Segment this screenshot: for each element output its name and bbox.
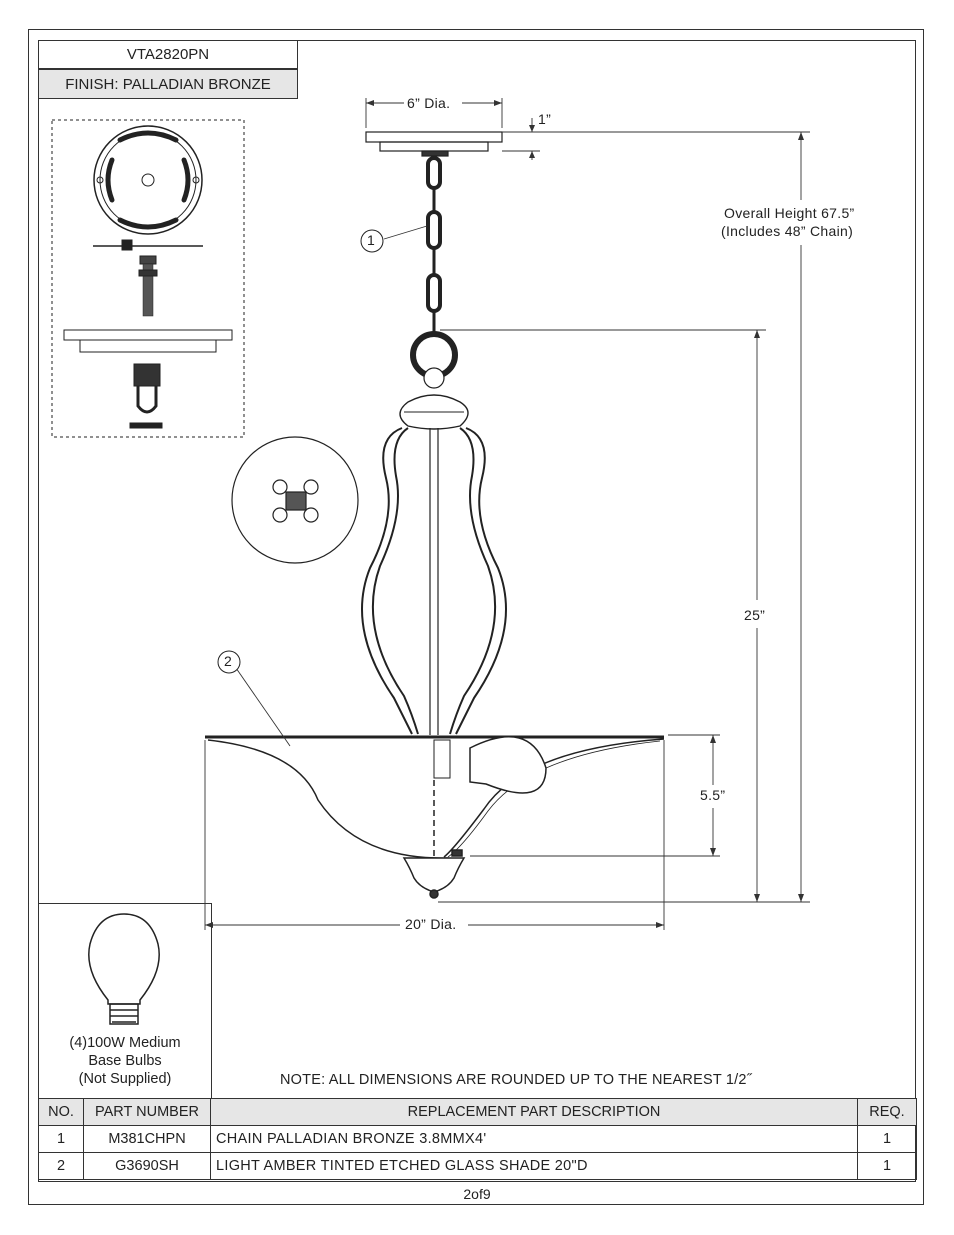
callout-1-circle — [360, 229, 384, 253]
parts-table: NO. PART NUMBER REPLACEMENT PART DESCRIP… — [38, 1098, 917, 1180]
header-req: REQ. — [857, 1098, 917, 1126]
page-border — [28, 29, 924, 1205]
body-height-label: 25” — [744, 607, 766, 623]
table-header-row: NO. PART NUMBER REPLACEMENT PART DESCRIP… — [38, 1098, 917, 1126]
canopy-diameter-label: 6” Dia. — [407, 95, 451, 111]
bulb-spec-line2: Base Bulbs — [88, 1053, 162, 1069]
body-arms — [361, 427, 507, 735]
overall-height-label: Overall Height 67.5” — [724, 205, 855, 221]
cell-description: LIGHT AMBER TINTED ETCHED GLASS SHADE 20… — [210, 1152, 858, 1180]
callout-1: 1 — [367, 232, 376, 248]
table-row: 2 G3690SH LIGHT AMBER TINTED ETCHED GLAS… — [38, 1152, 917, 1180]
model-number: VTA2820PN — [38, 40, 298, 69]
cell-part-number: M381CHPN — [83, 1125, 211, 1153]
cell-req: 1 — [857, 1125, 917, 1153]
cell-no: 1 — [38, 1125, 84, 1153]
header-part-number: PART NUMBER — [83, 1098, 211, 1126]
glass-shade — [205, 735, 665, 899]
socket-cluster-detail — [231, 436, 359, 564]
cell-req: 1 — [857, 1152, 917, 1180]
dimension-arrows — [205, 100, 804, 928]
bulb-box — [38, 903, 212, 1098]
dimension-lines — [204, 98, 810, 930]
page-number: 2of9 — [463, 1186, 491, 1202]
overall-height-note: (Includes 48” Chain) — [721, 223, 854, 239]
header-description: REPLACEMENT PART DESCRIPTION — [210, 1098, 858, 1126]
bulb-spec: (4)100W Medium Base Bulbs (Not Supplied) — [40, 1034, 210, 1088]
shade-diameter-label: 20” Dia. — [405, 916, 457, 932]
callout-2-circle — [217, 650, 241, 674]
canopy — [365, 131, 503, 157]
cell-description: CHAIN PALLADIAN BRONZE 3.8MMX4' — [210, 1125, 858, 1153]
callout-2: 2 — [224, 653, 233, 669]
bulb-spec-line3: (Not Supplied) — [78, 1071, 172, 1087]
bulb-spec-line1: (4)100W Medium — [69, 1035, 181, 1051]
cell-no: 2 — [38, 1152, 84, 1180]
chain — [426, 156, 442, 334]
canopy-height-label: 1” — [538, 111, 552, 127]
hanging-loop — [399, 331, 469, 430]
table-row: 1 M381CHPN CHAIN PALLADIAN BRONZE 3.8MMX… — [38, 1125, 917, 1153]
cell-part-number: G3690SH — [83, 1152, 211, 1180]
mounting-hardware-inset — [51, 119, 245, 438]
shade-height-label: 5.5” — [700, 787, 726, 803]
light-bulb-icon — [88, 913, 160, 1025]
finish-label: FINISH: PALLADIAN BRONZE — [38, 69, 298, 99]
header-no: NO. — [38, 1098, 84, 1126]
drawing-border — [38, 40, 916, 1182]
dimension-note: NOTE: ALL DIMENSIONS ARE ROUNDED UP TO T… — [280, 1072, 752, 1088]
